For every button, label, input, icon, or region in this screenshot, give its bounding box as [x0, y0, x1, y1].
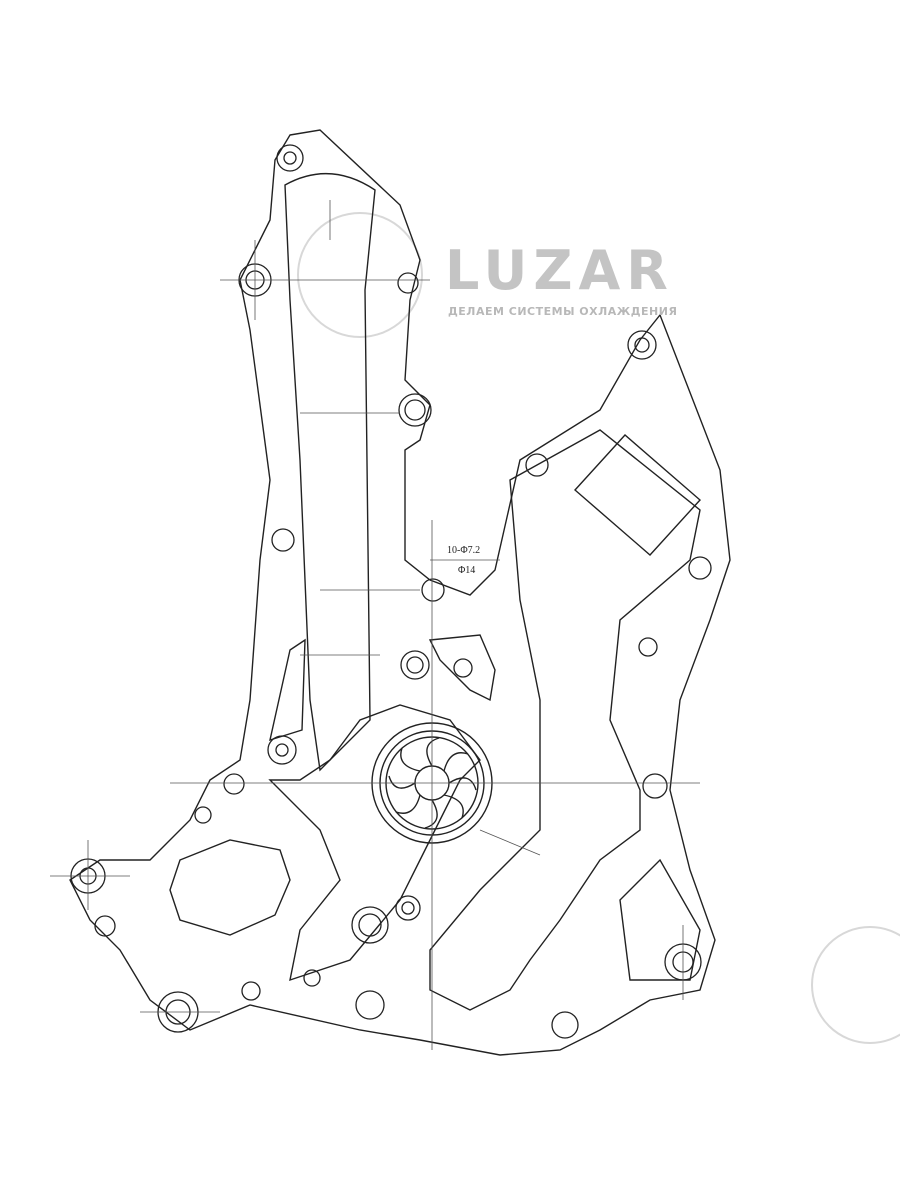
counterbore-annotation: Φ14 [458, 565, 476, 576]
center-lines [50, 200, 700, 1050]
pump-housing-outline [69, 129, 731, 1056]
watermark-emblem [297, 212, 900, 1044]
watermark-logo-main: LUZAR [445, 239, 674, 302]
watermark-tagline-main: ДЕЛАЕМ СИСТЕМЫ ОХЛАЖДЕНИЯ [448, 305, 678, 318]
hole-annotation: 10-Φ7.2 [447, 545, 481, 556]
